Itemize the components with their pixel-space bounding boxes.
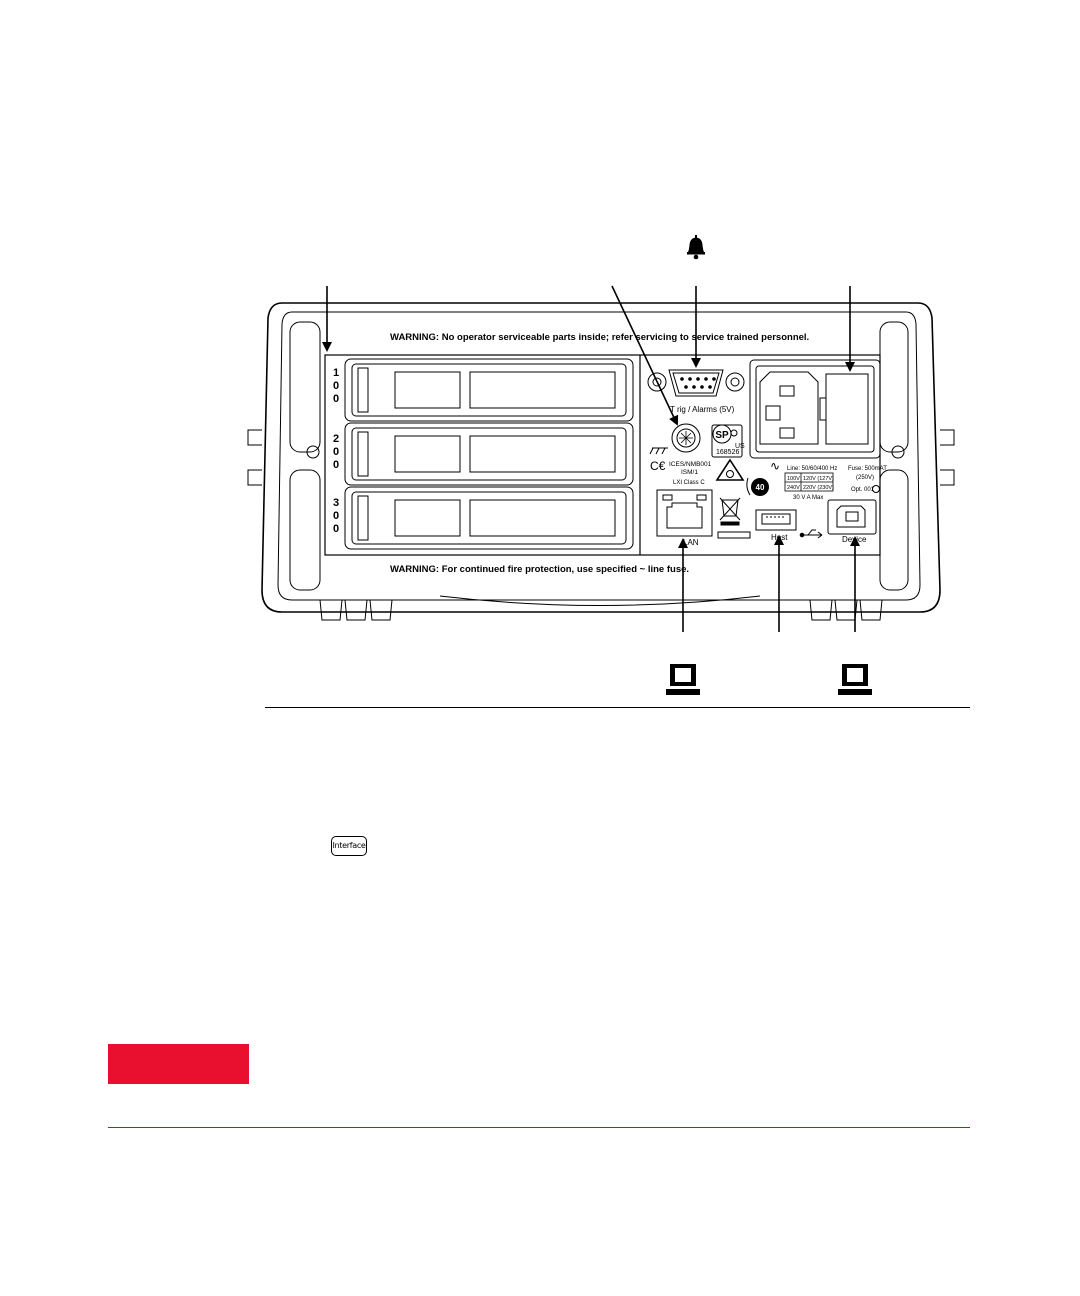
ices-label: ICES/NMB001 (669, 461, 712, 468)
warning-bottom: WARNING: For continued fire protection, … (390, 564, 689, 575)
slot-300 (344, 486, 634, 550)
computer-icon (666, 664, 700, 695)
ce-mark: C€ (650, 459, 666, 473)
panel-housing (261, 302, 941, 613)
slot-label-300-3: 0 (333, 523, 339, 535)
voltage-100: 100V (787, 476, 800, 482)
red-tab-marker (108, 1044, 249, 1084)
warning-top: WARNING: No operator serviceable parts i… (390, 332, 809, 343)
usb-device-port (827, 499, 877, 535)
slot-label-200-1: 2 (333, 433, 339, 445)
opt-label: Opt. 001 (851, 487, 875, 493)
slot-label-200-2: 0 (333, 446, 339, 458)
csa-us: US (735, 443, 745, 450)
ac-power-inlet (749, 359, 881, 459)
rohs-mark: 40 (746, 477, 769, 496)
rcm-mark (715, 458, 745, 481)
slot-label-100-3: 0 (333, 393, 339, 405)
chassis-ground-terminal (649, 423, 701, 455)
ism-label: ISM/1 (681, 469, 698, 476)
line-label: Line: 50/60/400 Hz (787, 466, 837, 472)
weee-mark (719, 497, 741, 526)
lxi-label: LXI Class C (673, 480, 705, 486)
usb-icon (799, 529, 823, 539)
voltage-220: 220V (230V) (803, 485, 834, 491)
slot-label-100-2: 0 (333, 380, 339, 392)
computer-icon (838, 664, 872, 695)
csa-mark: SP (711, 424, 743, 458)
csa-number: 168526 (716, 449, 739, 456)
inner-panel (324, 354, 881, 556)
bell-icon (687, 235, 705, 260)
slot-label-300-1: 3 (333, 497, 339, 509)
interface-key: Interface (331, 836, 367, 856)
trig-alarms-connector (647, 369, 745, 397)
slot-200 (344, 422, 634, 486)
slot-100 (344, 358, 634, 422)
svg-text:SP: SP (715, 430, 729, 441)
rear-panel-figure: WARNING: No operator serviceable parts i… (247, 285, 955, 695)
lan-port (656, 489, 713, 537)
trig-alarms-label: T rig / Alarms (5V) (670, 405, 735, 414)
voltage-120: 120V (127V) (803, 476, 834, 482)
usb-host-port (755, 509, 797, 531)
fuse-label: Fuse: 500mAT (848, 466, 887, 472)
lan-label: LAN (683, 538, 699, 547)
footer-rule (108, 1127, 970, 1128)
va-max: 30 V A Max (793, 495, 823, 501)
slot-label-200-3: 0 (333, 459, 339, 471)
callout-ground (611, 285, 679, 426)
fuse-volts: (250V) (856, 475, 874, 481)
ac-symbol: ∿ (770, 459, 780, 473)
slot-label-300-2: 0 (333, 510, 339, 522)
section-rule (265, 707, 970, 708)
voltage-240: 240V (787, 485, 800, 491)
svg-text:40: 40 (756, 483, 765, 492)
slot-label-100-1: 1 (333, 367, 339, 379)
